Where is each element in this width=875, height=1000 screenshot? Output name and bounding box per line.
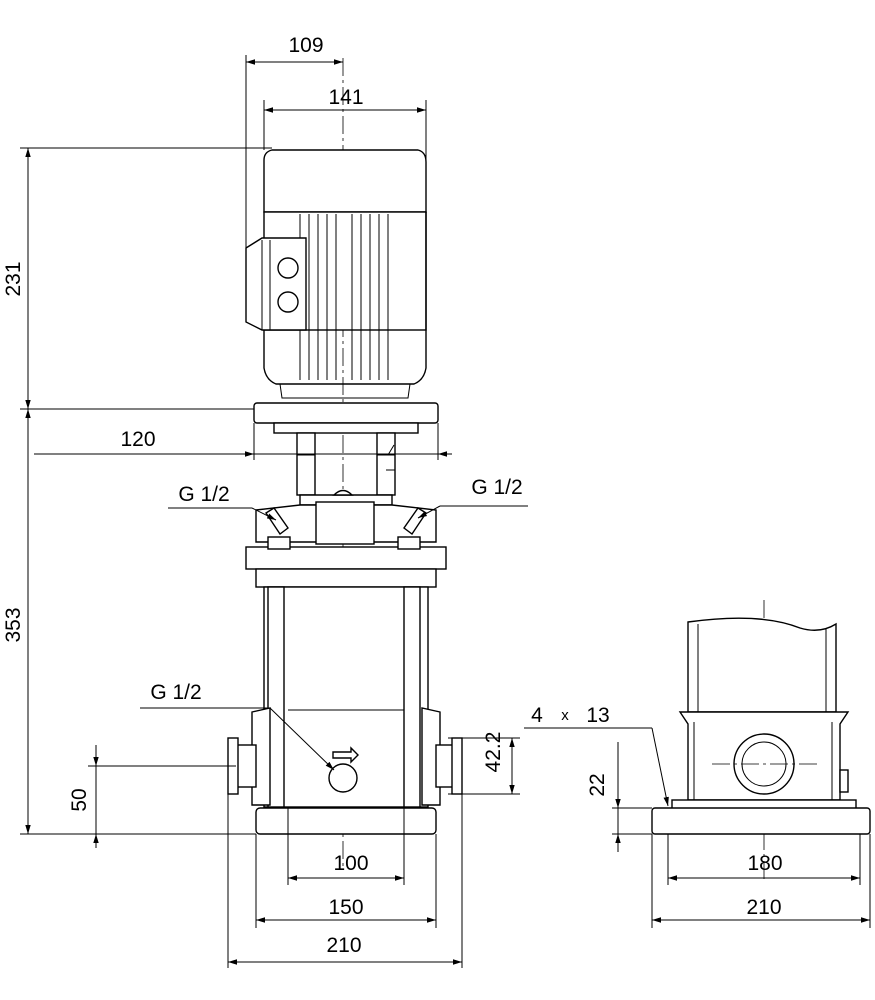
dim-353: 353: [2, 607, 25, 642]
cable-gland-icon: [277, 291, 299, 313]
dim-holes-count: 4: [531, 704, 543, 727]
cable-gland-icon: [277, 257, 299, 279]
dim-120: 120: [120, 428, 155, 451]
front-view: 109 141 231 120 G 1/2 G 1/2 353 G 1: [2, 34, 528, 968]
dim-100: 100: [333, 852, 368, 875]
dim-hole-size: 13: [586, 704, 609, 727]
side-view: 4 x 13 22 180 210: [524, 600, 871, 928]
drain-screw-icon: [839, 769, 849, 793]
dim-150: 150: [328, 896, 363, 919]
dim-141: 141: [328, 86, 363, 109]
flow-direction-arrow-icon: [332, 746, 359, 764]
dim-210-side: 210: [746, 896, 781, 919]
dim-holes-times: x: [561, 707, 569, 724]
bolt-icon: [267, 536, 291, 550]
dim-42-2: 42.2: [482, 732, 505, 773]
dim-210-front: 210: [326, 934, 361, 957]
dim-22: 22: [586, 773, 609, 796]
vent-cap-icon: [332, 489, 354, 496]
port-label-bottom: G 1/2: [150, 681, 201, 704]
port-label-left: G 1/2: [178, 483, 229, 506]
bolt-icon: [397, 536, 421, 550]
dim-109: 109: [288, 34, 323, 57]
pump-head: [245, 489, 447, 588]
motor: [245, 149, 427, 399]
dim-180: 180: [747, 852, 782, 875]
terminal-box: [245, 237, 307, 331]
port-label-right: G 1/2: [471, 476, 522, 499]
dim-50: 50: [68, 788, 91, 811]
drain-plug-icon: [328, 763, 358, 793]
dim-231: 231: [2, 261, 25, 296]
motor-stool: [253, 402, 439, 506]
